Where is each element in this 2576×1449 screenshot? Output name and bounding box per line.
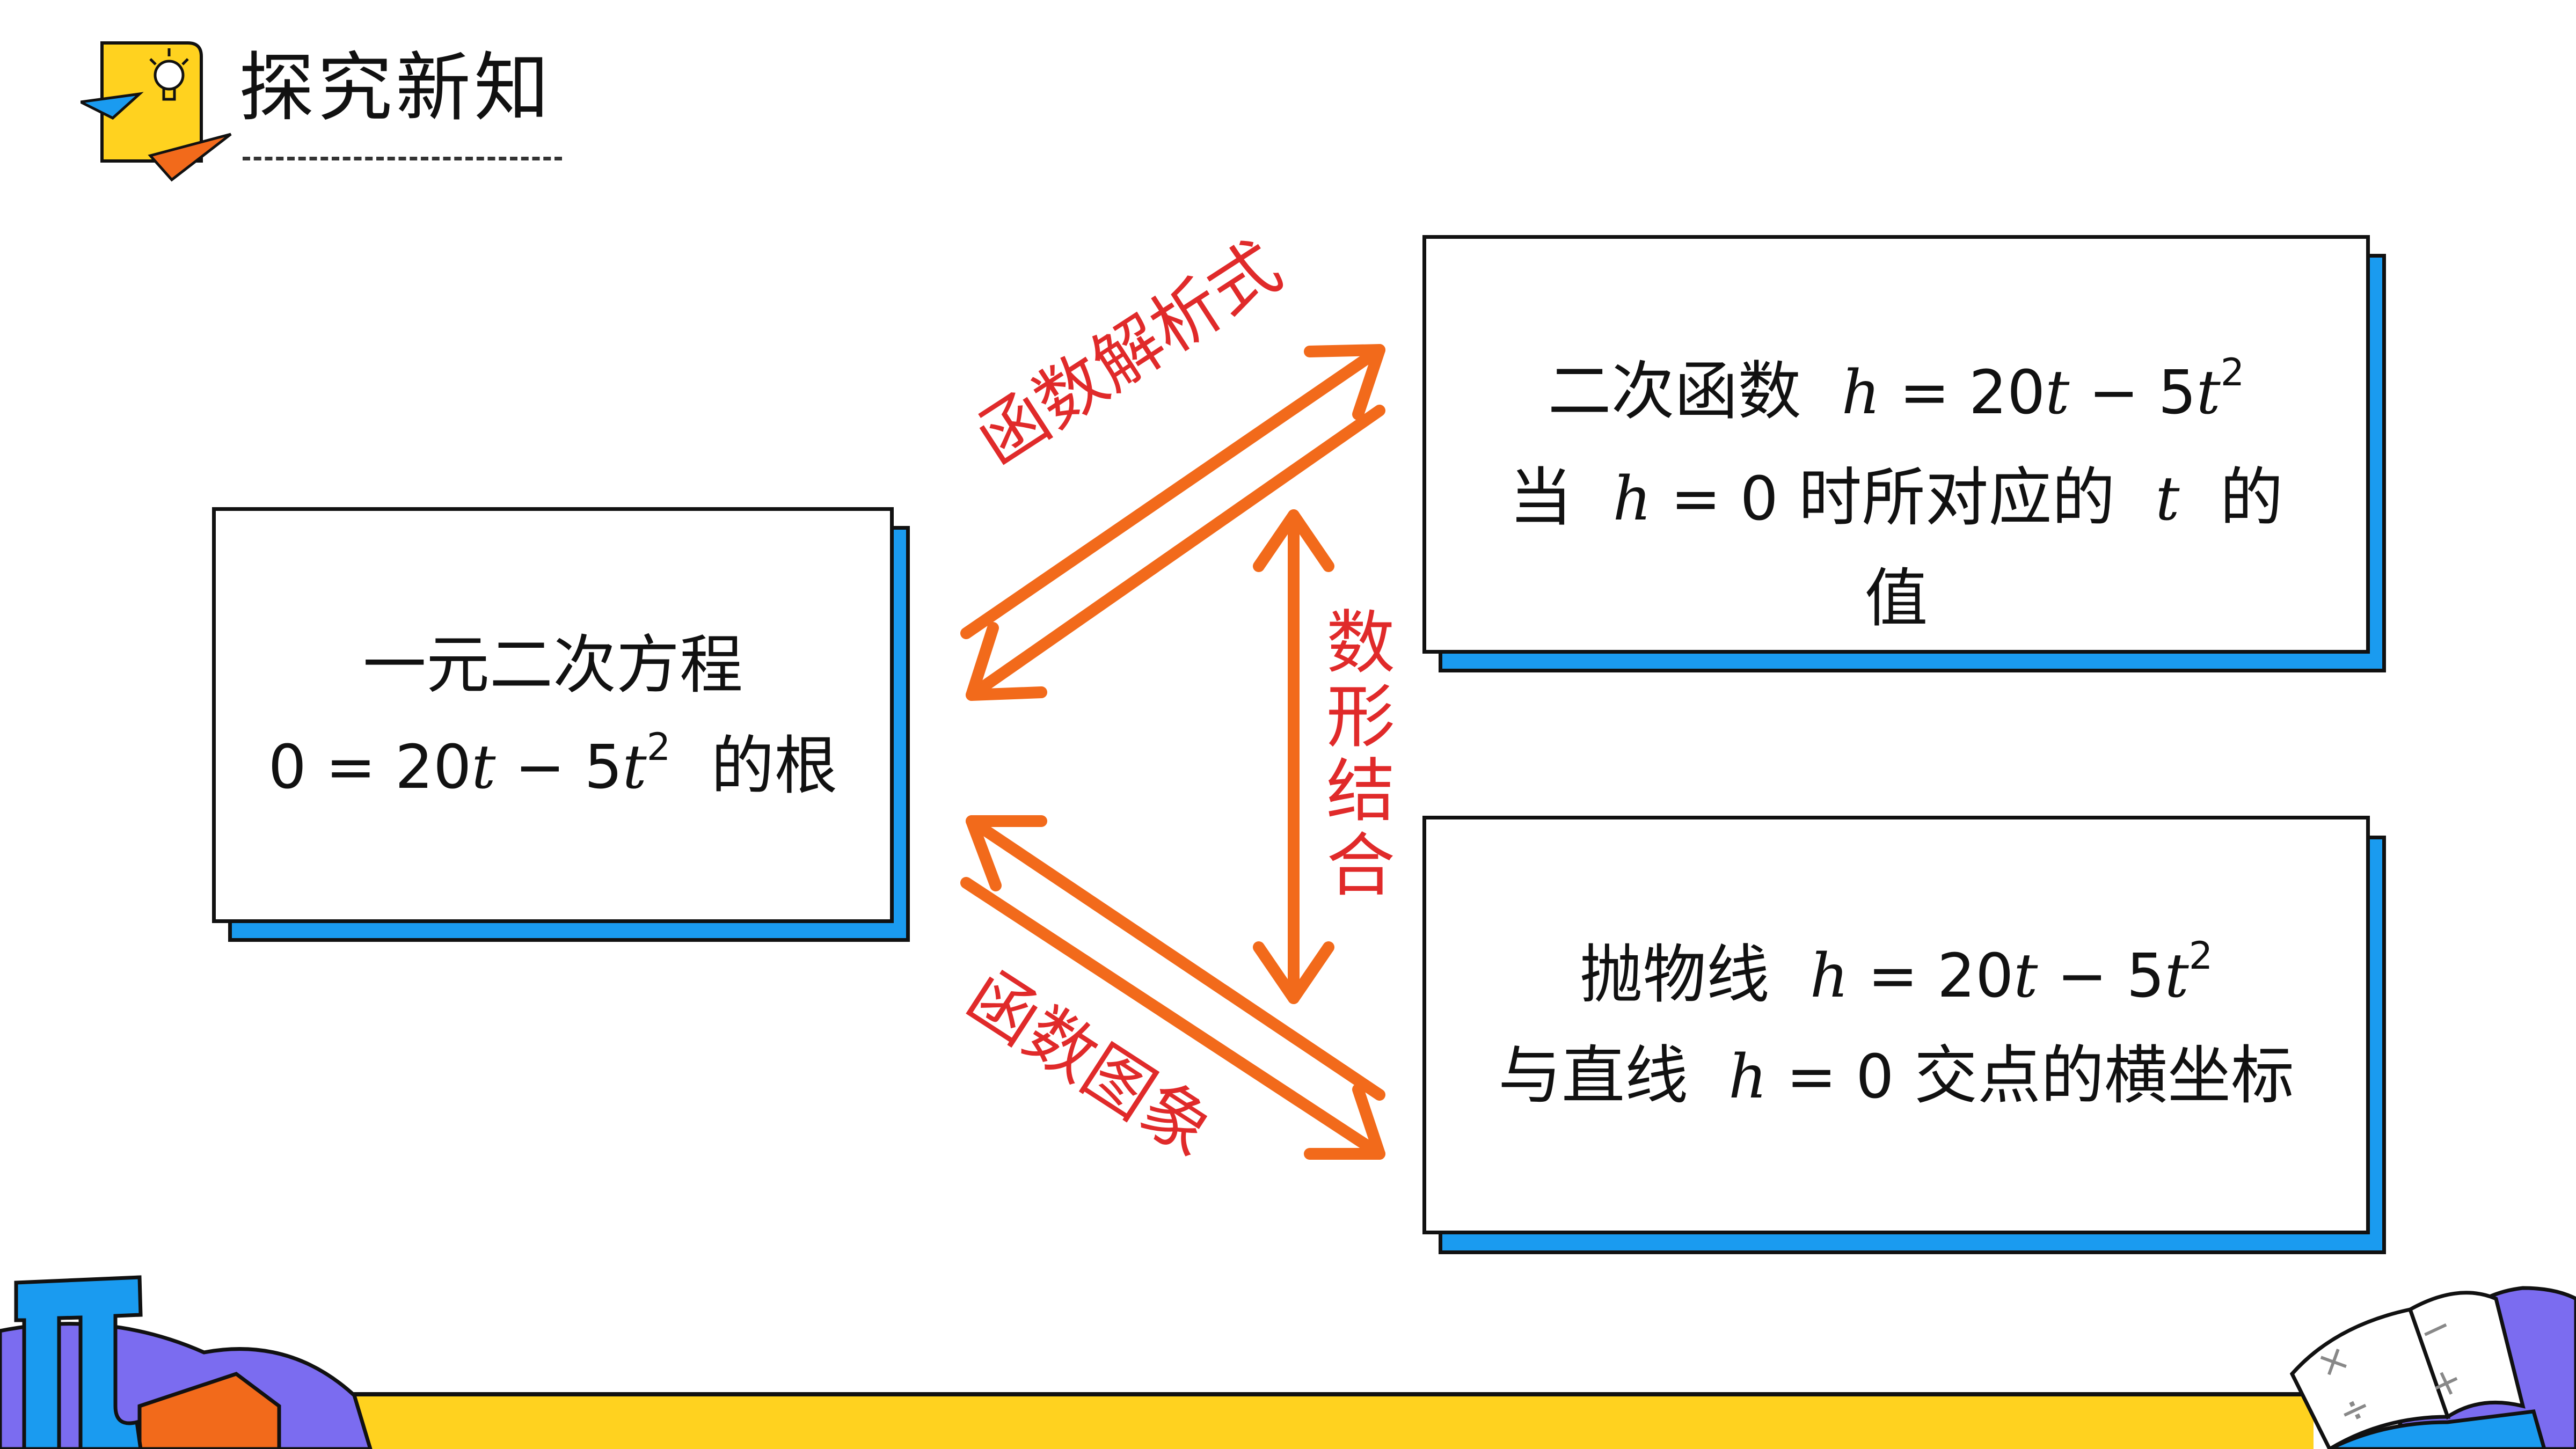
function-box-line1: 二次函数 h = 20t − 5t2 <box>1548 350 2245 428</box>
pi-icon <box>14 1275 143 1449</box>
arrow-to-parabola-head <box>1304 1084 1385 1160</box>
lightbulb-paper-plane-icon <box>81 41 232 182</box>
arrow-combination-top-head <box>1253 509 1334 572</box>
parabola-box: 抛物线 h = 20t − 5t2 与直线 h = 0 交点的横坐标 <box>1422 816 2370 1234</box>
arrow-to-function <box>960 344 1385 639</box>
function-box-when: 当 <box>1509 460 1573 535</box>
label-combination: 数形结合 <box>1326 603 1395 906</box>
book-icon: × ÷ − + <box>2289 1291 2546 1449</box>
function-box-line3: 值 <box>1864 561 1928 635</box>
equation-box-suffix: 的根 <box>711 728 838 803</box>
arrow-to-function-head <box>1304 344 1385 420</box>
parabola-box-line1: 抛物线 h = 20t − 5t2 <box>1579 934 2213 1012</box>
arrow-combination-bottom-head <box>1253 941 1334 1004</box>
bottom-band <box>344 1394 2314 1449</box>
arrow-to-equation-top-head <box>966 622 1047 701</box>
function-box-line2: 当 h = 0 时所对应的 t 的 <box>1509 460 2283 535</box>
page-title: 探究新知 <box>239 45 553 132</box>
arrow-to-equation-bottom <box>966 815 1385 1101</box>
equation-box-title: 一元二次方程 <box>362 627 743 702</box>
equation-box-formula: 0 = 20t − 5t2 的根 <box>268 724 838 803</box>
parabola-box-suffix: 交点的横坐标 <box>1914 1038 2295 1113</box>
parabola-box-line2: 与直线 h = 0 交点的横坐标 <box>1498 1038 2295 1113</box>
function-box-prefix: 二次函数 <box>1548 354 1801 428</box>
title-underline <box>243 157 562 160</box>
parabola-box-line-prefix: 与直线 <box>1498 1038 1688 1113</box>
function-box-of: 的 <box>2220 460 2283 535</box>
parabola-box-prefix: 抛物线 <box>1579 938 1770 1012</box>
arrow-to-equation-top <box>966 405 1385 701</box>
equation-box: 一元二次方程 0 = 20t − 5t2 的根 <box>212 507 894 923</box>
arrow-to-equation-bottom-head <box>966 815 1047 891</box>
arrow-to-parabola <box>960 877 1385 1160</box>
function-box: 二次函数 h = 20t − 5t2 当 h = 0 时所对应的 t 的 值 <box>1422 235 2370 654</box>
function-box-mid: 时所对应的 <box>1798 460 2115 535</box>
